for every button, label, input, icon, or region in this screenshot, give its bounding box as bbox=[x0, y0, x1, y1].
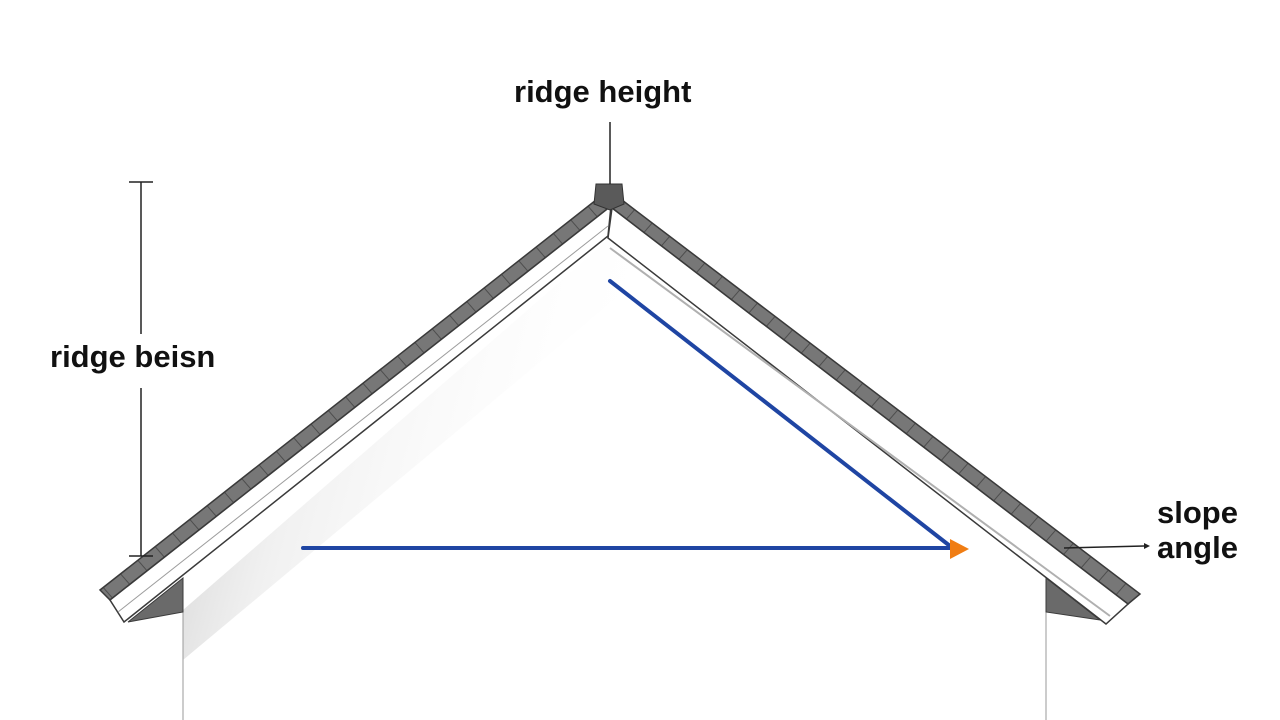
fascia-inner-right bbox=[609, 247, 1111, 617]
ridge-cap bbox=[593, 183, 625, 211]
roof-fascia-right bbox=[607, 206, 1130, 625]
slope-guide-line bbox=[608, 279, 952, 548]
slope-angle-label-line2: angle bbox=[1157, 529, 1238, 565]
fascia-inner-left bbox=[117, 225, 609, 613]
slope-angle-label: slope angle bbox=[1157, 495, 1238, 565]
gable-shadow bbox=[183, 240, 650, 660]
ridge-beisn-label: ridge beisn bbox=[50, 339, 216, 374]
slope-angle-leader bbox=[1063, 545, 1145, 549]
gable-wall bbox=[183, 240, 1046, 720]
ridge-height-label: ridge height bbox=[514, 74, 692, 109]
slope-angle-label-line1: slope bbox=[1157, 495, 1238, 530]
slope-angle-arrow-icon bbox=[1144, 543, 1150, 549]
arrow-head-icon bbox=[950, 539, 969, 559]
eave-return-left bbox=[127, 576, 184, 623]
